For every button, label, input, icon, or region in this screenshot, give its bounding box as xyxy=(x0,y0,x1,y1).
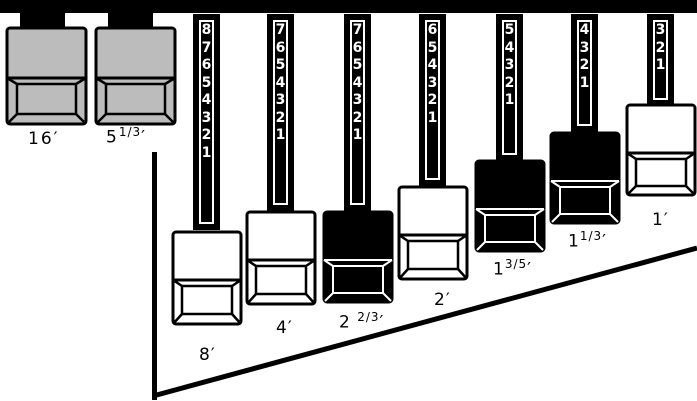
scale-number: 5 xyxy=(504,22,515,38)
footage-label-5-1-3: 51/3′ xyxy=(106,125,148,148)
footage-label-1-1-3: 11/3′ xyxy=(568,229,608,252)
scale-number: 2 xyxy=(427,92,438,108)
footage-label-8: 8′ xyxy=(199,345,216,365)
scale-number: 1 xyxy=(655,57,666,73)
scale-number: 3 xyxy=(655,22,666,38)
scale-number: 8 xyxy=(201,22,212,38)
scale-number: 5 xyxy=(352,57,363,73)
footage-label-1-3-5: 13/5′ xyxy=(493,257,533,280)
white-drawbar-cap-2[interactable] xyxy=(397,185,469,281)
scale-number: 7 xyxy=(352,22,363,38)
scale-number: 3 xyxy=(427,74,438,91)
scale-number: 6 xyxy=(275,39,286,56)
scale-number: 5 xyxy=(275,57,286,73)
white-drawbar-cap-4[interactable] xyxy=(245,210,317,306)
white-drawbar-cap-1[interactable] xyxy=(625,103,697,197)
black-drawbar-cap-1-1-3[interactable] xyxy=(549,131,621,225)
scale-number: 1 xyxy=(275,127,286,143)
gray-drawbar-cap-5-1-3[interactable] xyxy=(94,26,177,126)
scale-number: 6 xyxy=(352,39,363,56)
scale-number: 2 xyxy=(579,57,590,73)
footage-label-16: 16′ xyxy=(28,129,60,149)
panel-left-edge xyxy=(152,152,157,400)
scale-number: 1 xyxy=(352,127,363,143)
drawbar-shaft-1-3-5[interactable]: 5 4 3 2 1 xyxy=(496,14,523,161)
scale-number: 2 xyxy=(655,39,666,56)
drawbar-shaft-2[interactable]: 6 5 4 3 2 1 xyxy=(419,14,446,186)
scale-number: 4 xyxy=(427,57,438,73)
footage-label-2-2-3: 2 2/3′ xyxy=(339,310,385,333)
scale-number: 3 xyxy=(201,109,212,126)
scale-number: 1 xyxy=(427,109,438,126)
footage-label-4: 4′ xyxy=(276,318,293,338)
black-drawbar-cap-1-3-5[interactable] xyxy=(474,159,546,253)
scale-number: 7 xyxy=(201,39,212,56)
drawbar-scale-2-2-3: 7 6 5 4 3 2 1 xyxy=(350,20,365,205)
black-drawbar-cap-2-2-3[interactable] xyxy=(322,210,394,304)
drawbar-scale-8: 8 7 6 5 4 3 2 1 xyxy=(199,20,214,224)
scale-number: 5 xyxy=(427,39,438,56)
scale-number: 3 xyxy=(579,39,590,56)
scale-number: 4 xyxy=(275,74,286,91)
drawbar-shaft-8[interactable]: 8 7 6 5 4 3 2 1 xyxy=(193,14,220,230)
drawbar-scale-1: 3 2 1 xyxy=(653,20,668,100)
drawbar-shaft-4[interactable]: 7 6 5 4 3 2 1 xyxy=(267,14,294,211)
footage-label-1: 1′ xyxy=(652,210,669,230)
drawbar-scale-2: 6 5 4 3 2 1 xyxy=(425,20,440,180)
footage-label-2: 2′ xyxy=(434,290,451,310)
scale-number: 1 xyxy=(201,144,212,161)
scale-number: 3 xyxy=(504,57,515,73)
scale-number: 1 xyxy=(504,92,515,108)
scale-number: 5 xyxy=(201,74,212,91)
scale-number: 2 xyxy=(275,109,286,126)
drawbar-shaft-2-2-3[interactable]: 7 6 5 4 3 2 1 xyxy=(344,14,371,211)
scale-number: 2 xyxy=(201,127,212,143)
drawbar-scale-4: 7 6 5 4 3 2 1 xyxy=(273,20,288,205)
scale-number: 2 xyxy=(352,109,363,126)
scale-number: 6 xyxy=(201,57,212,73)
scale-number: 4 xyxy=(579,22,590,38)
scale-number: 1 xyxy=(579,74,590,91)
white-drawbar-cap-8[interactable] xyxy=(171,230,243,326)
scale-number: 4 xyxy=(504,39,515,56)
scale-number: 4 xyxy=(201,92,212,108)
top-rail xyxy=(0,0,697,13)
scale-number: 6 xyxy=(427,22,438,38)
drawbar-shaft-1-1-3[interactable]: 4 3 2 1 xyxy=(571,14,598,132)
scale-number: 2 xyxy=(504,74,515,91)
gray-drawbar-cap-16[interactable] xyxy=(5,26,88,126)
scale-number: 7 xyxy=(275,22,286,38)
scale-number: 4 xyxy=(352,74,363,91)
drawbar-shaft-1[interactable]: 3 2 1 xyxy=(647,14,674,106)
drawbar-scale-1-1-3: 4 3 2 1 xyxy=(577,20,592,126)
scale-number: 3 xyxy=(352,92,363,108)
scale-number: 3 xyxy=(275,92,286,108)
drawbar-scale-1-3-5: 5 4 3 2 1 xyxy=(502,20,517,155)
